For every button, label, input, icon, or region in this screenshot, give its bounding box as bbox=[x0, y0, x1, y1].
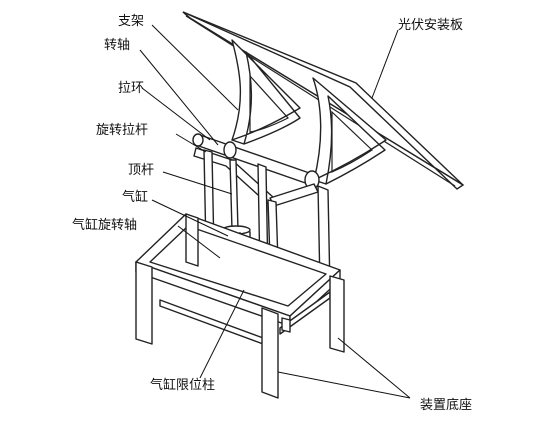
leader-bracket bbox=[151, 24, 239, 111]
bracket-left bbox=[231, 39, 301, 145]
push-rod bbox=[229, 159, 239, 231]
rotating-pull-rod bbox=[192, 133, 320, 190]
leader-push-rod bbox=[162, 171, 233, 195]
label-cylinder: 气缸 bbox=[122, 190, 149, 205]
label-rotating-pull-rod: 旋转拉杆 bbox=[96, 123, 149, 138]
leader-pv-panel bbox=[371, 29, 399, 99]
leader-cylinder-rotation-shaft bbox=[177, 225, 221, 259]
leader-lines bbox=[139, 24, 411, 399]
leader-cylinder bbox=[151, 199, 229, 237]
label-pv-mounting-panel: 光伏安装板 bbox=[398, 18, 464, 33]
label-cylinder-rotation-shaft: 气缸旋转轴 bbox=[72, 218, 138, 233]
label-push-rod: 顶杆 bbox=[128, 163, 155, 178]
label-pivot-shaft: 转轴 bbox=[104, 38, 131, 53]
label-cylinder-limit-post: 气缸限位柱 bbox=[150, 378, 216, 393]
bracket-right bbox=[312, 77, 387, 185]
leader-pivot-shaft bbox=[139, 49, 219, 146]
leader-cylinder-limit-post bbox=[199, 289, 245, 379]
leader-base-1 bbox=[277, 371, 411, 399]
leader-pull-ring bbox=[141, 87, 211, 141]
leader-base-2 bbox=[337, 337, 411, 399]
label-bracket: 支架 bbox=[118, 14, 145, 29]
device-base bbox=[135, 213, 345, 399]
label-device-base: 装置底座 bbox=[420, 398, 473, 413]
label-pull-ring: 拉环 bbox=[118, 81, 145, 96]
leader-rotating-pull-rod bbox=[175, 133, 207, 153]
